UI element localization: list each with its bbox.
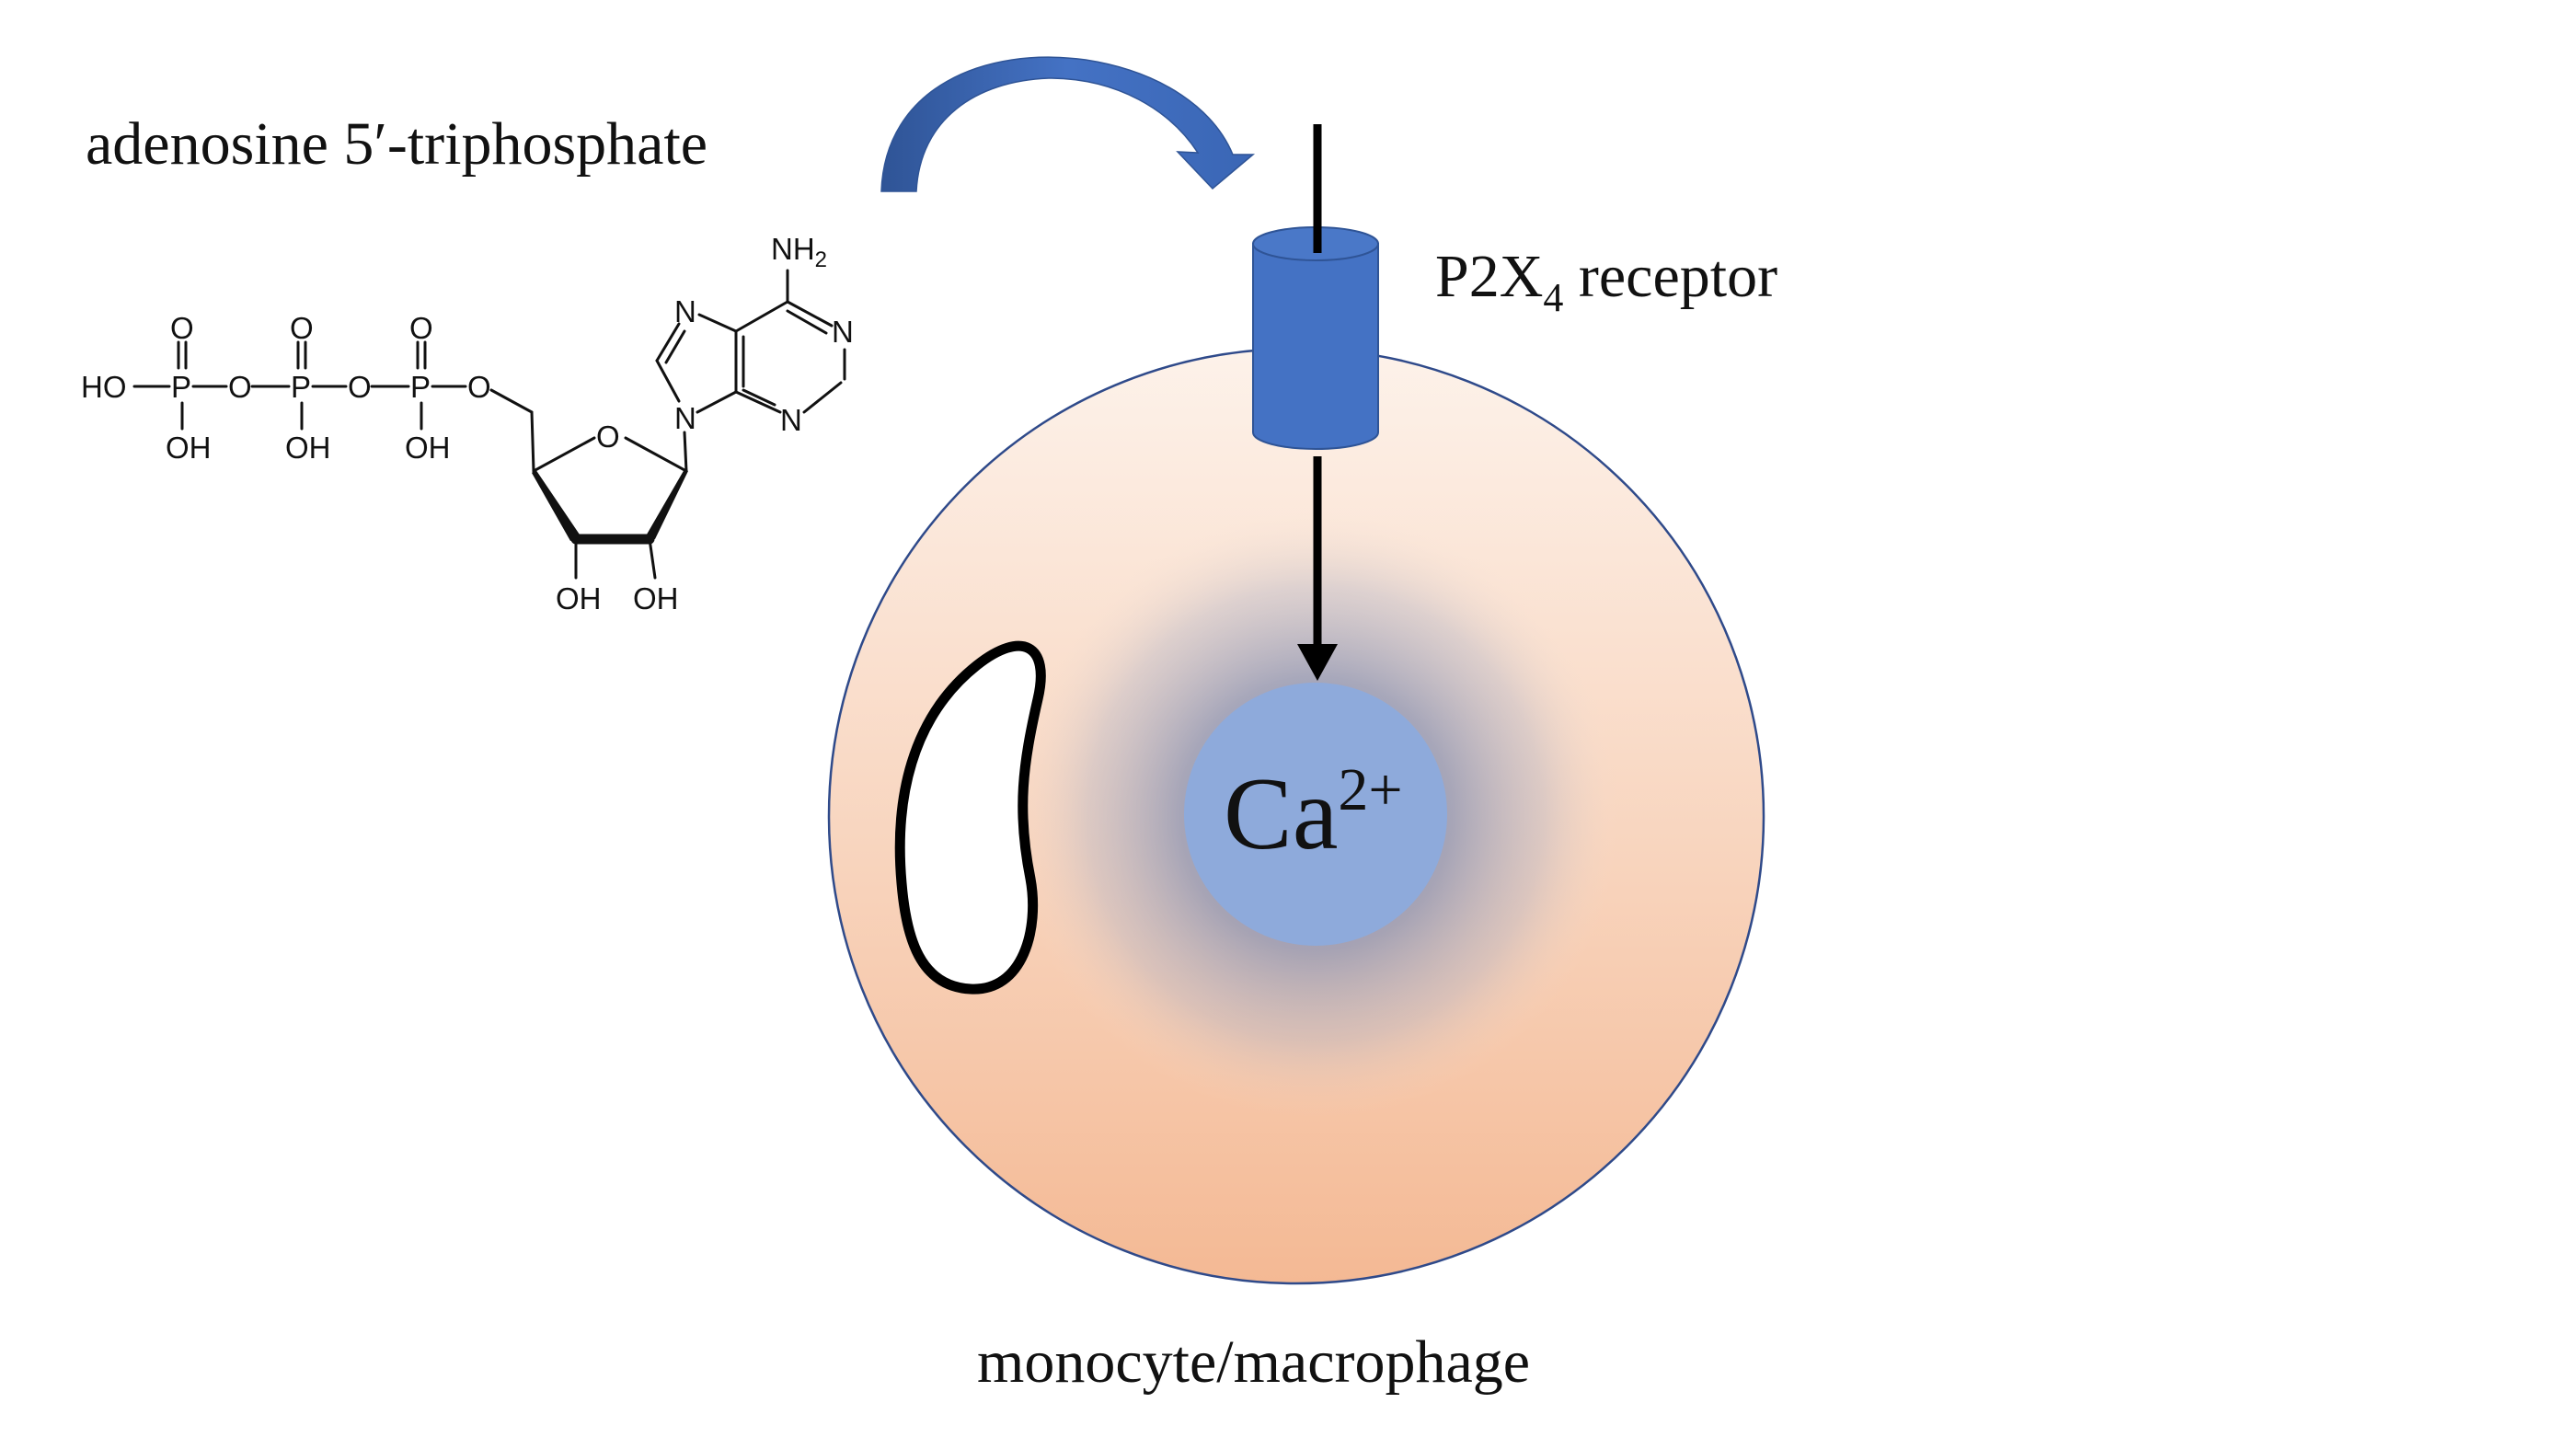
receptor-label-subscript: 4 [1543, 275, 1563, 320]
adenine-n7: N [674, 294, 696, 328]
receptor-label: P2X4 receptor [1435, 243, 1777, 320]
bond-c2-oh [648, 537, 657, 580]
p2x4-receptor [1252, 226, 1379, 450]
calcium-symbol: Ca [1224, 757, 1338, 871]
phosphorus-gamma: P [410, 370, 431, 404]
cell-label: monocyte/macrophage [977, 1328, 1530, 1396]
ribose-c3-hydroxyl: OH [556, 581, 602, 615]
receptor-label-tail: receptor [1563, 243, 1777, 310]
ribose-c4-o [532, 436, 596, 473]
curved-binding-arrow [880, 56, 1256, 192]
ribose-oxygen: O [596, 420, 620, 454]
bond-c8-n7-a [655, 322, 681, 362]
ribose-c2-c1-wedge [644, 469, 688, 539]
receptor-cylinder-body [1252, 243, 1379, 450]
bond-n3-c4-a [734, 390, 782, 414]
ribose-c4-c3-wedge [532, 469, 581, 541]
phosphorus-beta-oxo: O [290, 311, 314, 345]
calcium-ion: Ca2+ [1184, 683, 1447, 946]
atp-structure: HO O P OH O O P OH O O P OH O [81, 232, 854, 615]
bond-o3-ch2 [489, 388, 534, 414]
phosphorus-alpha-oxo: O [170, 311, 194, 345]
bond-n3-c4-b [742, 388, 776, 407]
adenine-amine: NH2 [771, 232, 827, 272]
adenine-n1: N [832, 315, 854, 349]
phosphorus-gamma-hydroxyl: OH [405, 431, 451, 465]
calcium-ion-circle [1184, 683, 1447, 946]
adenine-n9: N [674, 401, 696, 435]
bond-ch2-c4 [530, 410, 535, 473]
phosphorus-beta: P [291, 370, 311, 404]
svg-text:Ca2+: Ca2+ [1224, 756, 1403, 871]
arrow-head [1297, 644, 1338, 681]
phosphorus-alpha: P [171, 370, 191, 404]
atp-label: adenosine 5′-triphosphate [86, 110, 707, 178]
bond-c6-n1-b [786, 309, 828, 335]
bond-c5-c6 [734, 300, 789, 333]
hydroxyl-left: HO [81, 370, 127, 404]
bond-n7-c5 [697, 313, 738, 333]
bond-c1-n9 [683, 431, 688, 473]
bridge-oxygen-2: O [348, 370, 372, 404]
phosphorus-beta-hydroxyl: OH [285, 431, 331, 465]
bridge-oxygen-1: O [228, 370, 252, 404]
adenine-amine-subscript: 2 [815, 247, 827, 272]
calcium-influx-arrow [1297, 124, 1338, 681]
bond-c6-n1-a [786, 300, 834, 328]
adenine-n3: N [780, 403, 802, 437]
calcium-charge: 2+ [1338, 756, 1402, 823]
bond-c2-n3 [802, 381, 843, 414]
bond-n9-c4 [696, 390, 738, 414]
phosphorus-alpha-hydroxyl: OH [166, 431, 212, 465]
ribose-c2-hydroxyl: OH [633, 581, 679, 615]
ribose-o-c1 [624, 436, 688, 473]
receptor-label-main: P2X [1435, 243, 1543, 310]
adenine-amine-base: NH [771, 232, 815, 266]
bond-c8-n7-b [664, 329, 686, 364]
bridge-oxygen-3: O [467, 370, 491, 404]
bond-n9-c8 [655, 359, 681, 403]
nucleus-outline [894, 640, 1046, 995]
phosphorus-gamma-oxo: O [409, 311, 433, 345]
